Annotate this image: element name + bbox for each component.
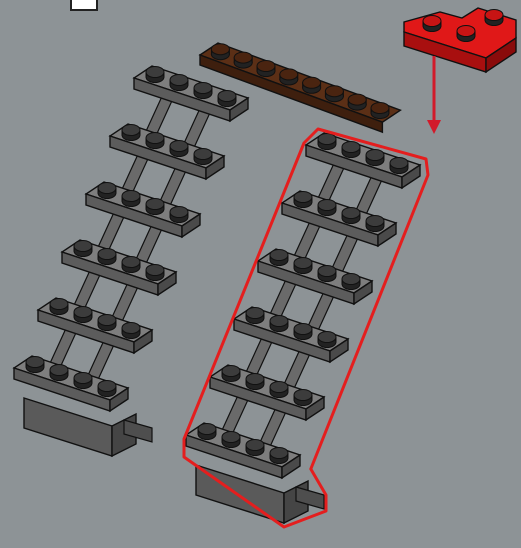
stud — [122, 125, 140, 141]
stud — [98, 249, 116, 265]
stud — [74, 241, 92, 257]
stair-step — [258, 249, 372, 304]
stair-step — [282, 191, 396, 246]
stud — [50, 299, 68, 315]
stud — [246, 440, 264, 456]
right-staircase — [184, 129, 428, 527]
stud — [98, 381, 116, 397]
stud — [234, 52, 252, 68]
stud — [303, 77, 321, 93]
stud — [218, 91, 236, 107]
left-staircase — [14, 66, 248, 456]
stud — [390, 158, 408, 174]
stair-step — [234, 307, 348, 362]
stud — [366, 150, 384, 166]
stud — [318, 134, 336, 150]
placement-arrow — [427, 56, 441, 134]
stair-base — [24, 398, 152, 456]
stair-step — [110, 124, 224, 179]
stud — [122, 257, 140, 273]
stud — [146, 265, 164, 281]
red-l-plate — [404, 8, 516, 72]
stud — [270, 316, 288, 332]
stud — [318, 332, 336, 348]
stud — [74, 307, 92, 323]
stud — [146, 133, 164, 149]
stud — [222, 366, 240, 382]
stud — [98, 315, 116, 331]
stud — [50, 365, 68, 381]
stud — [74, 373, 92, 389]
stair-step — [62, 240, 176, 295]
stud — [348, 94, 366, 110]
stud — [294, 324, 312, 340]
stud — [423, 16, 441, 32]
stud — [98, 183, 116, 199]
stud — [371, 103, 389, 119]
stud — [246, 374, 264, 390]
stud — [246, 308, 264, 324]
stud — [457, 26, 475, 42]
stud — [170, 75, 188, 91]
stud — [280, 69, 298, 85]
stud — [270, 448, 288, 464]
stud — [342, 142, 360, 158]
stair-step — [86, 182, 200, 237]
stud — [194, 149, 212, 165]
stud — [318, 200, 336, 216]
stud — [198, 424, 216, 440]
stud — [294, 390, 312, 406]
stud — [270, 382, 288, 398]
stud — [366, 216, 384, 232]
stud — [270, 250, 288, 266]
stud — [318, 266, 336, 282]
stud — [294, 258, 312, 274]
stud — [122, 191, 140, 207]
page-corner-marker — [70, 0, 98, 11]
stud — [170, 141, 188, 157]
stud — [325, 86, 343, 102]
stair-base — [196, 465, 324, 523]
stud — [342, 274, 360, 290]
stud — [211, 44, 229, 60]
stud — [122, 323, 140, 339]
stud — [146, 67, 164, 83]
stair-step — [38, 298, 152, 353]
stud — [257, 61, 275, 77]
stud — [342, 208, 360, 224]
stud — [294, 192, 312, 208]
stud — [146, 199, 164, 215]
stud — [194, 83, 212, 99]
stud — [26, 357, 44, 373]
stair-step — [210, 365, 324, 420]
stud — [222, 432, 240, 448]
stud — [170, 207, 188, 223]
stud — [485, 10, 503, 26]
